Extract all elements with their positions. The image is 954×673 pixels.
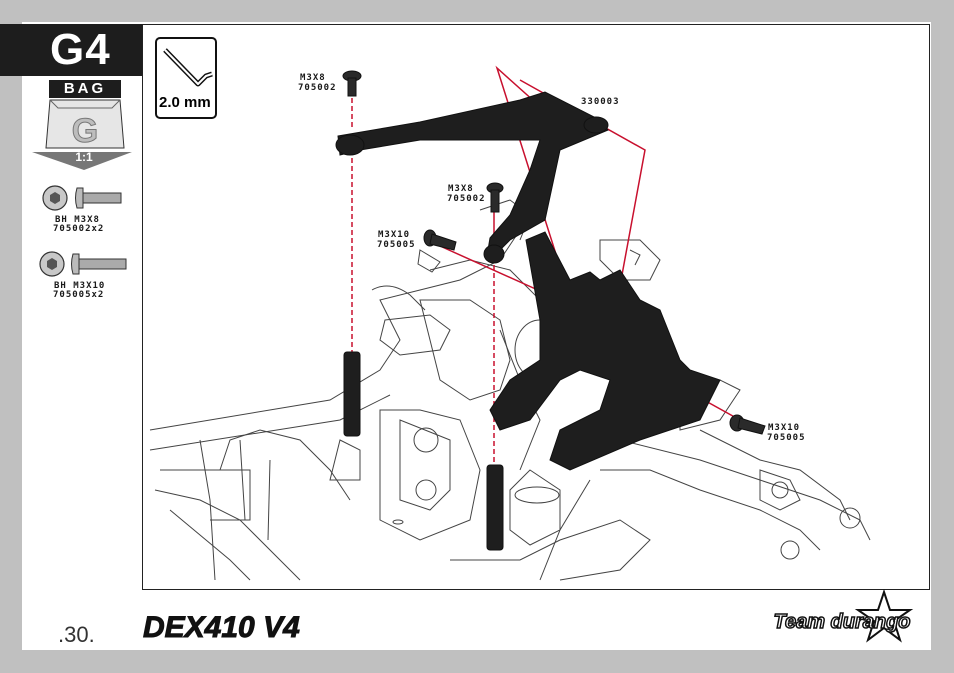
hardware-1-part: 705002x2 [53, 224, 105, 234]
scale-label: 1:1 [75, 150, 93, 164]
hardware-2-part: 705005x2 [53, 290, 105, 300]
body-mount-part [489, 231, 721, 471]
bag-letter: G [72, 112, 98, 150]
brand-logo-text: Team durango [773, 611, 910, 633]
callout-3-size: M3X8 [448, 184, 474, 194]
callout-5-part: 705005 [767, 433, 806, 443]
product-logo-text: DEX410 V4 [143, 611, 300, 644]
product-logo: DEX410 V4 [143, 611, 301, 645]
page-number: .30. [58, 622, 95, 647]
callout-1-part: 705002 [298, 83, 337, 93]
callout-5-size: M3X10 [768, 423, 801, 433]
upper-brace-part [337, 91, 609, 251]
parts [335, 91, 721, 551]
screw-m3x8-icon [42, 185, 122, 211]
callout-4-size: M3X10 [378, 230, 411, 240]
hardware-1-name: BH M3X8 [55, 215, 100, 225]
standoff-left [343, 351, 361, 437]
screws [342, 70, 766, 435]
screw-m3x10-icon [39, 251, 127, 277]
tool-size-label: 2.0 mm [159, 94, 211, 111]
step-tab: G4 [0, 24, 143, 76]
step-number: G4 [50, 25, 111, 74]
callout-4-part: 705005 [377, 240, 416, 250]
scale-arrow-icon [32, 152, 132, 170]
callout-2-part: 330003 [581, 97, 620, 107]
bag-icon: G [45, 99, 125, 151]
brand-logo: Team durango [773, 588, 914, 643]
hardware-2-name: BH M3X10 [54, 281, 106, 291]
callout-3-part: 705002 [447, 194, 486, 204]
standoff-right [486, 464, 504, 551]
bag-label: BAG [49, 80, 121, 98]
callout-1-size: M3X8 [300, 73, 326, 83]
